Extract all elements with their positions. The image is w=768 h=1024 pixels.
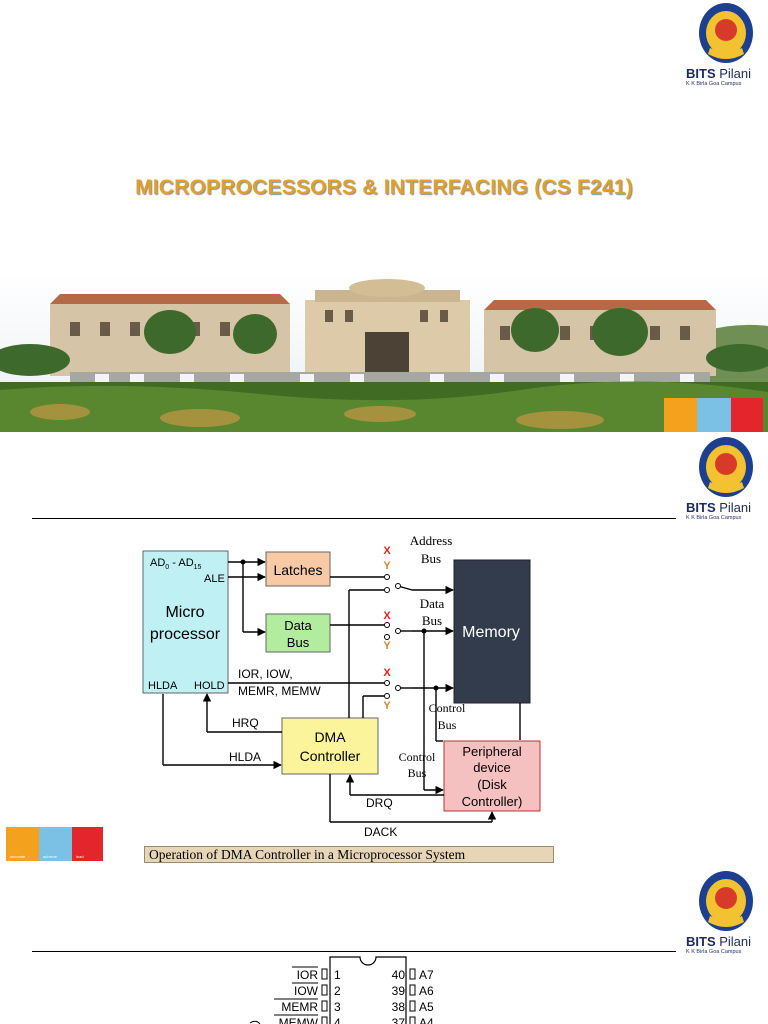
bits-pilani-logo-2: BITS Pilani K K Birla Goa Campus [686, 436, 766, 528]
dma-diagram: AD0 - AD15 ALE Micro processor HLDA HOLD… [142, 533, 541, 839]
drq-label: DRQ [366, 796, 393, 810]
data-bus-block [265, 613, 331, 653]
switch1-x-label: X [383, 545, 391, 557]
microprocessor-block [142, 550, 229, 694]
switch2-x-label: X [383, 610, 391, 622]
chip-pinout-diagram: IOR 1 IOW 2 MEMR 3 MEMW 4 40 A7 39 A6 38… [249, 956, 434, 1024]
latches-block [265, 551, 331, 587]
pin-ad-dash: - AD [169, 557, 194, 569]
pin-37-number: 37 [392, 1016, 406, 1024]
address-bus-label-line2: Bus [421, 551, 441, 566]
switch3-y-label: Y [383, 700, 391, 712]
brand-light: Pilani [715, 934, 752, 949]
pin-ad-sub0: 0 [165, 564, 169, 571]
data-bus-label-line2: Bus [422, 613, 442, 628]
pin-38-number: 38 [392, 1000, 406, 1014]
io-signals-line1: IOR, IOW, [238, 667, 293, 681]
latches-label: Latches [273, 562, 322, 578]
peripheral-line1: Peripheral [462, 744, 521, 759]
bits-pilani-logo: BITS Pilani K K Birla Goa Campus [686, 2, 766, 94]
brand-bold: BITS [686, 500, 716, 515]
peripheral-line4: Controller) [462, 794, 523, 809]
innovate-achieve-lead-strip: innovate achieve lead [6, 827, 103, 861]
memory-block [453, 559, 531, 704]
pin-ad-label: AD [150, 557, 165, 569]
hlda-signal-label: HLDA [229, 750, 261, 764]
pin-a4-name: A4 [419, 1016, 434, 1024]
pin-memw-name: MEMW [279, 1016, 319, 1024]
campus-building-photo [0, 272, 768, 432]
campus-name: K K Birla Goa Campus [686, 949, 742, 955]
peripheral-line2: device [473, 760, 511, 775]
pin-40-number: 40 [392, 968, 406, 982]
pin-a6-name: A6 [419, 984, 434, 998]
bits-seal-icon [699, 3, 753, 63]
ale-pin-label: ALE [204, 573, 225, 585]
diagram-caption: Operation of DMA Controller in a Micropr… [144, 846, 554, 863]
pin-ior-name: IOR [297, 968, 319, 982]
control-bus2-label-line1: Control [399, 750, 436, 764]
hlda-pin-label: HLDA [148, 680, 178, 692]
brand-bold: BITS [686, 934, 716, 949]
data-bus-block-line2: Bus [287, 635, 310, 650]
pin-2-number: 2 [334, 984, 341, 998]
microprocessor-name-line1: Micro [165, 604, 204, 621]
switch1-y-label: Y [383, 560, 391, 572]
control-bus-label-line1: Control [429, 701, 466, 715]
io-signals-line2: MEMR, MEMW [238, 684, 321, 698]
campus-name: K K Birla Goa Campus [686, 81, 742, 87]
data-bus-block-line1: Data [284, 618, 312, 633]
dack-label: DACK [364, 825, 397, 839]
pin-a5-name: A5 [419, 1000, 434, 1014]
address-bus-label-line1: Address [410, 533, 453, 548]
switch3-x-label: X [383, 667, 391, 679]
pin-a7-name: A7 [419, 968, 434, 982]
pin-39-number: 39 [392, 984, 406, 998]
hrq-label: HRQ [232, 716, 259, 730]
slide-title: MICROPROCESSORS & INTERFACING (CS F241) [135, 176, 633, 199]
strip-lead: lead [76, 854, 84, 859]
pin-memr-name: MEMR [281, 1000, 318, 1014]
bits-seal-icon [699, 437, 753, 497]
pin-3-number: 3 [334, 1000, 341, 1014]
bits-seal-icon [699, 871, 753, 931]
strip-innovate: innovate [10, 854, 26, 859]
data-bus-label-line1: Data [420, 596, 445, 611]
memory-label: Memory [462, 624, 520, 641]
divider-line [32, 518, 676, 519]
pin-1-number: 1 [334, 968, 341, 982]
control-bus2-label-line2: Bus [408, 766, 427, 780]
svg-text:AD0 - AD15: AD0 - AD15 [150, 557, 202, 571]
peripheral-device-block [443, 740, 541, 812]
strip-achieve: achieve [43, 854, 57, 859]
bits-pilani-logo-3: BITS Pilani K K Birla Goa Campus [686, 870, 766, 962]
control-bus-label-line2: Bus [438, 718, 457, 732]
peripheral-line3: (Disk [477, 777, 507, 792]
divider-line-2 [32, 951, 676, 952]
pin-4-number: 4 [334, 1016, 341, 1024]
microprocessor-name-line2: processor [150, 626, 221, 643]
brand-bold: BITS [686, 66, 716, 81]
dma-controller-block [281, 717, 379, 775]
brand-light: Pilani [715, 500, 752, 515]
campus-name: K K Birla Goa Campus [686, 515, 742, 521]
pin-iow-name: IOW [294, 984, 319, 998]
hold-pin-label: HOLD [194, 680, 225, 692]
pin-ad-sub15: 15 [194, 564, 202, 571]
dma-label-line2: Controller [300, 748, 361, 764]
switch2-y-label: Y [383, 640, 391, 652]
dma-label-line1: DMA [314, 729, 346, 745]
brand-light: Pilani [715, 66, 752, 81]
